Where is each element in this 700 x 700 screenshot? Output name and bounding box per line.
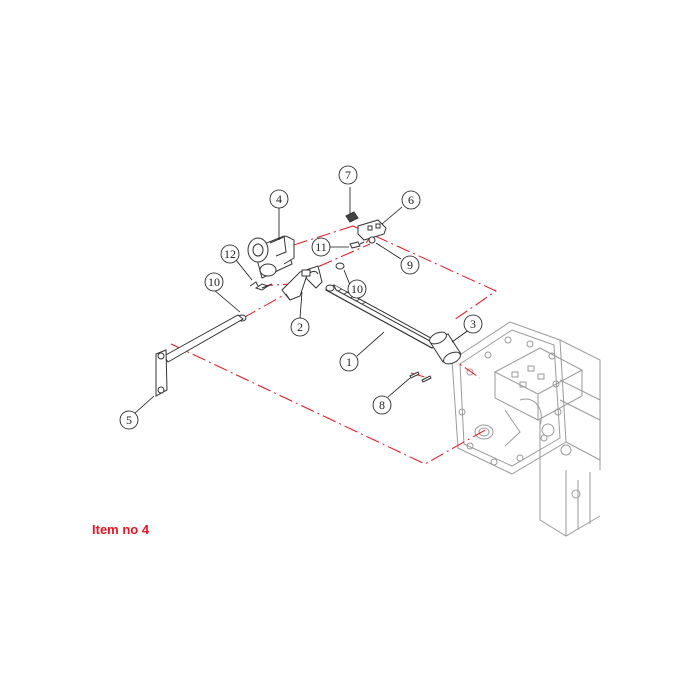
item-number-label: Item no 4 xyxy=(92,522,150,537)
assembly-line-upper xyxy=(274,225,354,252)
part-shaft xyxy=(325,284,442,349)
callout-9-label: 9 xyxy=(407,258,413,272)
callout-10-left: 10 xyxy=(204,272,224,292)
callout-10-right-label: 10 xyxy=(351,282,363,296)
part-washer-right xyxy=(335,262,345,270)
part-bolt xyxy=(249,281,273,291)
callout-5: 5 xyxy=(119,410,139,430)
gearbox-housing xyxy=(451,321,601,537)
callout-3-label: 3 xyxy=(470,317,476,331)
callout-7-label: 7 xyxy=(345,168,351,182)
part-screw xyxy=(349,241,365,249)
callout-2-label: 2 xyxy=(297,320,303,334)
callout-11: 11 xyxy=(311,237,331,257)
callout-12-label: 12 xyxy=(224,247,236,261)
callout-1: 1 xyxy=(339,352,359,372)
callout-10-left-label: 10 xyxy=(208,275,220,289)
callout-1-label: 1 xyxy=(346,355,352,369)
callout-2: 2 xyxy=(290,317,310,337)
callout-8-label: 8 xyxy=(379,398,385,412)
part-selector-housing xyxy=(247,235,295,279)
assembly-line-lower xyxy=(170,343,488,465)
callout-3: 3 xyxy=(463,314,483,334)
callout-4: 4 xyxy=(269,189,289,209)
callout-5-label: 5 xyxy=(126,413,132,427)
callout-10-right: 10 xyxy=(347,279,367,299)
callout-8: 8 xyxy=(372,395,392,415)
callout-12: 12 xyxy=(220,244,240,264)
part-pins xyxy=(409,371,432,383)
callout-6: 6 xyxy=(401,190,421,210)
callout-6-label: 6 xyxy=(408,193,414,207)
callout-11-label: 11 xyxy=(315,240,327,254)
part-stop-block xyxy=(345,211,359,223)
part-bracket xyxy=(357,219,387,241)
part-shift-fork xyxy=(281,265,323,301)
part-selector-rod xyxy=(155,314,244,397)
callout-7: 7 xyxy=(338,165,358,185)
part-coupling-sleeve xyxy=(429,331,462,365)
assembly-line-upper-right xyxy=(352,225,498,321)
callout-4-label: 4 xyxy=(276,192,282,206)
part-nut xyxy=(368,236,376,244)
callout-9: 9 xyxy=(400,255,420,275)
